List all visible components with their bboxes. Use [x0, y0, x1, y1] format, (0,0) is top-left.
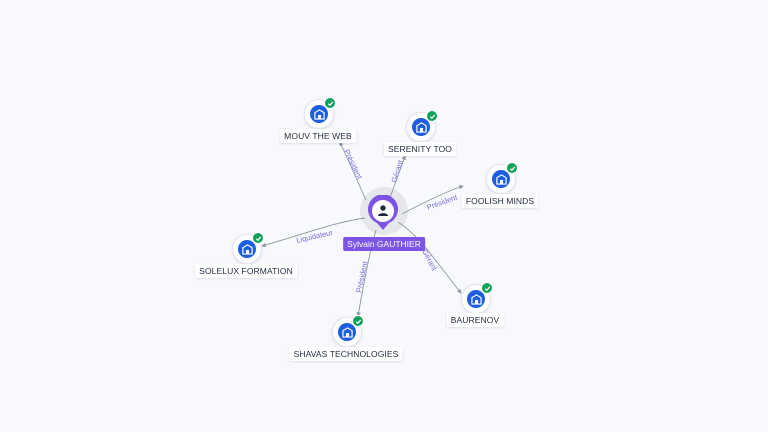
edge-foolish-minds [401, 185, 464, 215]
edge-serenity-too [389, 155, 406, 199]
company-name-label[interactable]: BAURENOV [446, 313, 504, 327]
company-name-label[interactable]: MOUV THE WEB [280, 129, 356, 143]
verified-check-icon [506, 162, 518, 174]
edge-solelux-formation [261, 217, 366, 248]
building-icon [310, 105, 328, 123]
company-disc [332, 315, 364, 347]
company-disc [304, 97, 336, 129]
company-disc [461, 282, 493, 314]
person-icon [378, 205, 388, 216]
verified-check-icon [252, 232, 264, 244]
company-name-label[interactable]: SHAVAS TECHNOLOGIES [289, 347, 403, 361]
verified-check-icon [426, 110, 438, 122]
edge-label-foolish-minds: Président [426, 192, 460, 212]
company-disc [486, 162, 518, 194]
edge-label-mouv-the-web: Président [342, 148, 364, 181]
person-node[interactable] [367, 195, 399, 231]
edge-label-baurenov: Gérant [420, 248, 439, 273]
edge-baurenov [397, 221, 462, 294]
building-icon [412, 118, 430, 136]
building-icon [467, 290, 485, 308]
company-name-label[interactable]: SOLELUX FORMATION [195, 264, 297, 278]
company-name-label[interactable]: SERENITY TOO [383, 142, 457, 156]
company-name-label[interactable]: FOOLISH MINDS [461, 194, 539, 208]
verified-check-icon [324, 97, 336, 109]
verified-check-icon [481, 282, 493, 294]
edge-mouv-the-web [339, 141, 367, 201]
building-icon [492, 170, 510, 188]
edge-label-shavas-technologies: Président [354, 260, 370, 294]
company-disc [232, 232, 264, 264]
building-icon [238, 240, 256, 258]
building-icon [338, 323, 356, 341]
verified-check-icon [352, 315, 364, 327]
edge-label-serenity-too: Gérant [389, 158, 405, 183]
person-name-label[interactable]: Sylvain GAUTHIER [343, 237, 425, 251]
company-disc [406, 110, 438, 142]
